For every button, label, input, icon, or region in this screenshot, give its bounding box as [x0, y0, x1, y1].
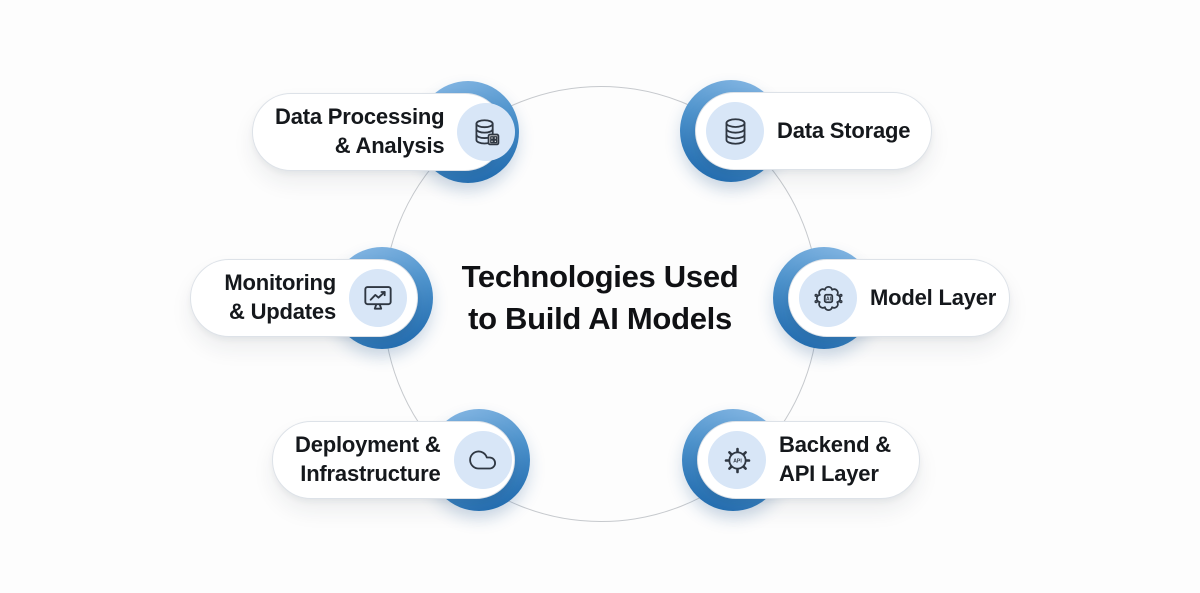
node-backend-api: API Backend & API Layer: [697, 421, 920, 499]
node-label: Backend & API Layer: [779, 432, 891, 486]
node-label: Data Storage: [777, 117, 911, 143]
api-gear-icon: API: [724, 447, 750, 473]
node-label: Data Processing & Analysis: [275, 104, 445, 158]
monitor-chart-icon: [364, 286, 392, 310]
svg-text:AI: AI: [825, 296, 831, 302]
node-label: Monitoring & Updates: [224, 270, 336, 324]
node-data-storage: Data Storage: [695, 92, 932, 170]
ai-chip-icon: AI: [813, 285, 843, 311]
node-deployment: Deployment & Infrastructure: [272, 421, 515, 499]
icon-badge: [457, 103, 516, 161]
icon-badge: [349, 269, 407, 327]
database-chip-icon: [475, 118, 500, 145]
node-label: Model Layer: [870, 284, 997, 310]
node-data-processing: Data Processing & Analysis: [252, 93, 516, 171]
icon-badge: AI: [799, 269, 857, 327]
node-model-layer: AI Model Layer: [788, 259, 1010, 337]
diagram-title: Technologies Used to Build AI Models: [461, 259, 739, 336]
icon-badge: API: [708, 431, 766, 489]
node-label: Deployment & Infrastructure: [295, 432, 441, 486]
icon-badge: [706, 102, 764, 160]
icon-badge: [453, 431, 512, 489]
cloud-icon: [469, 450, 496, 469]
database-icon: [725, 117, 745, 145]
svg-text:API: API: [733, 458, 742, 464]
node-monitoring: Monitoring & Updates: [190, 259, 418, 337]
